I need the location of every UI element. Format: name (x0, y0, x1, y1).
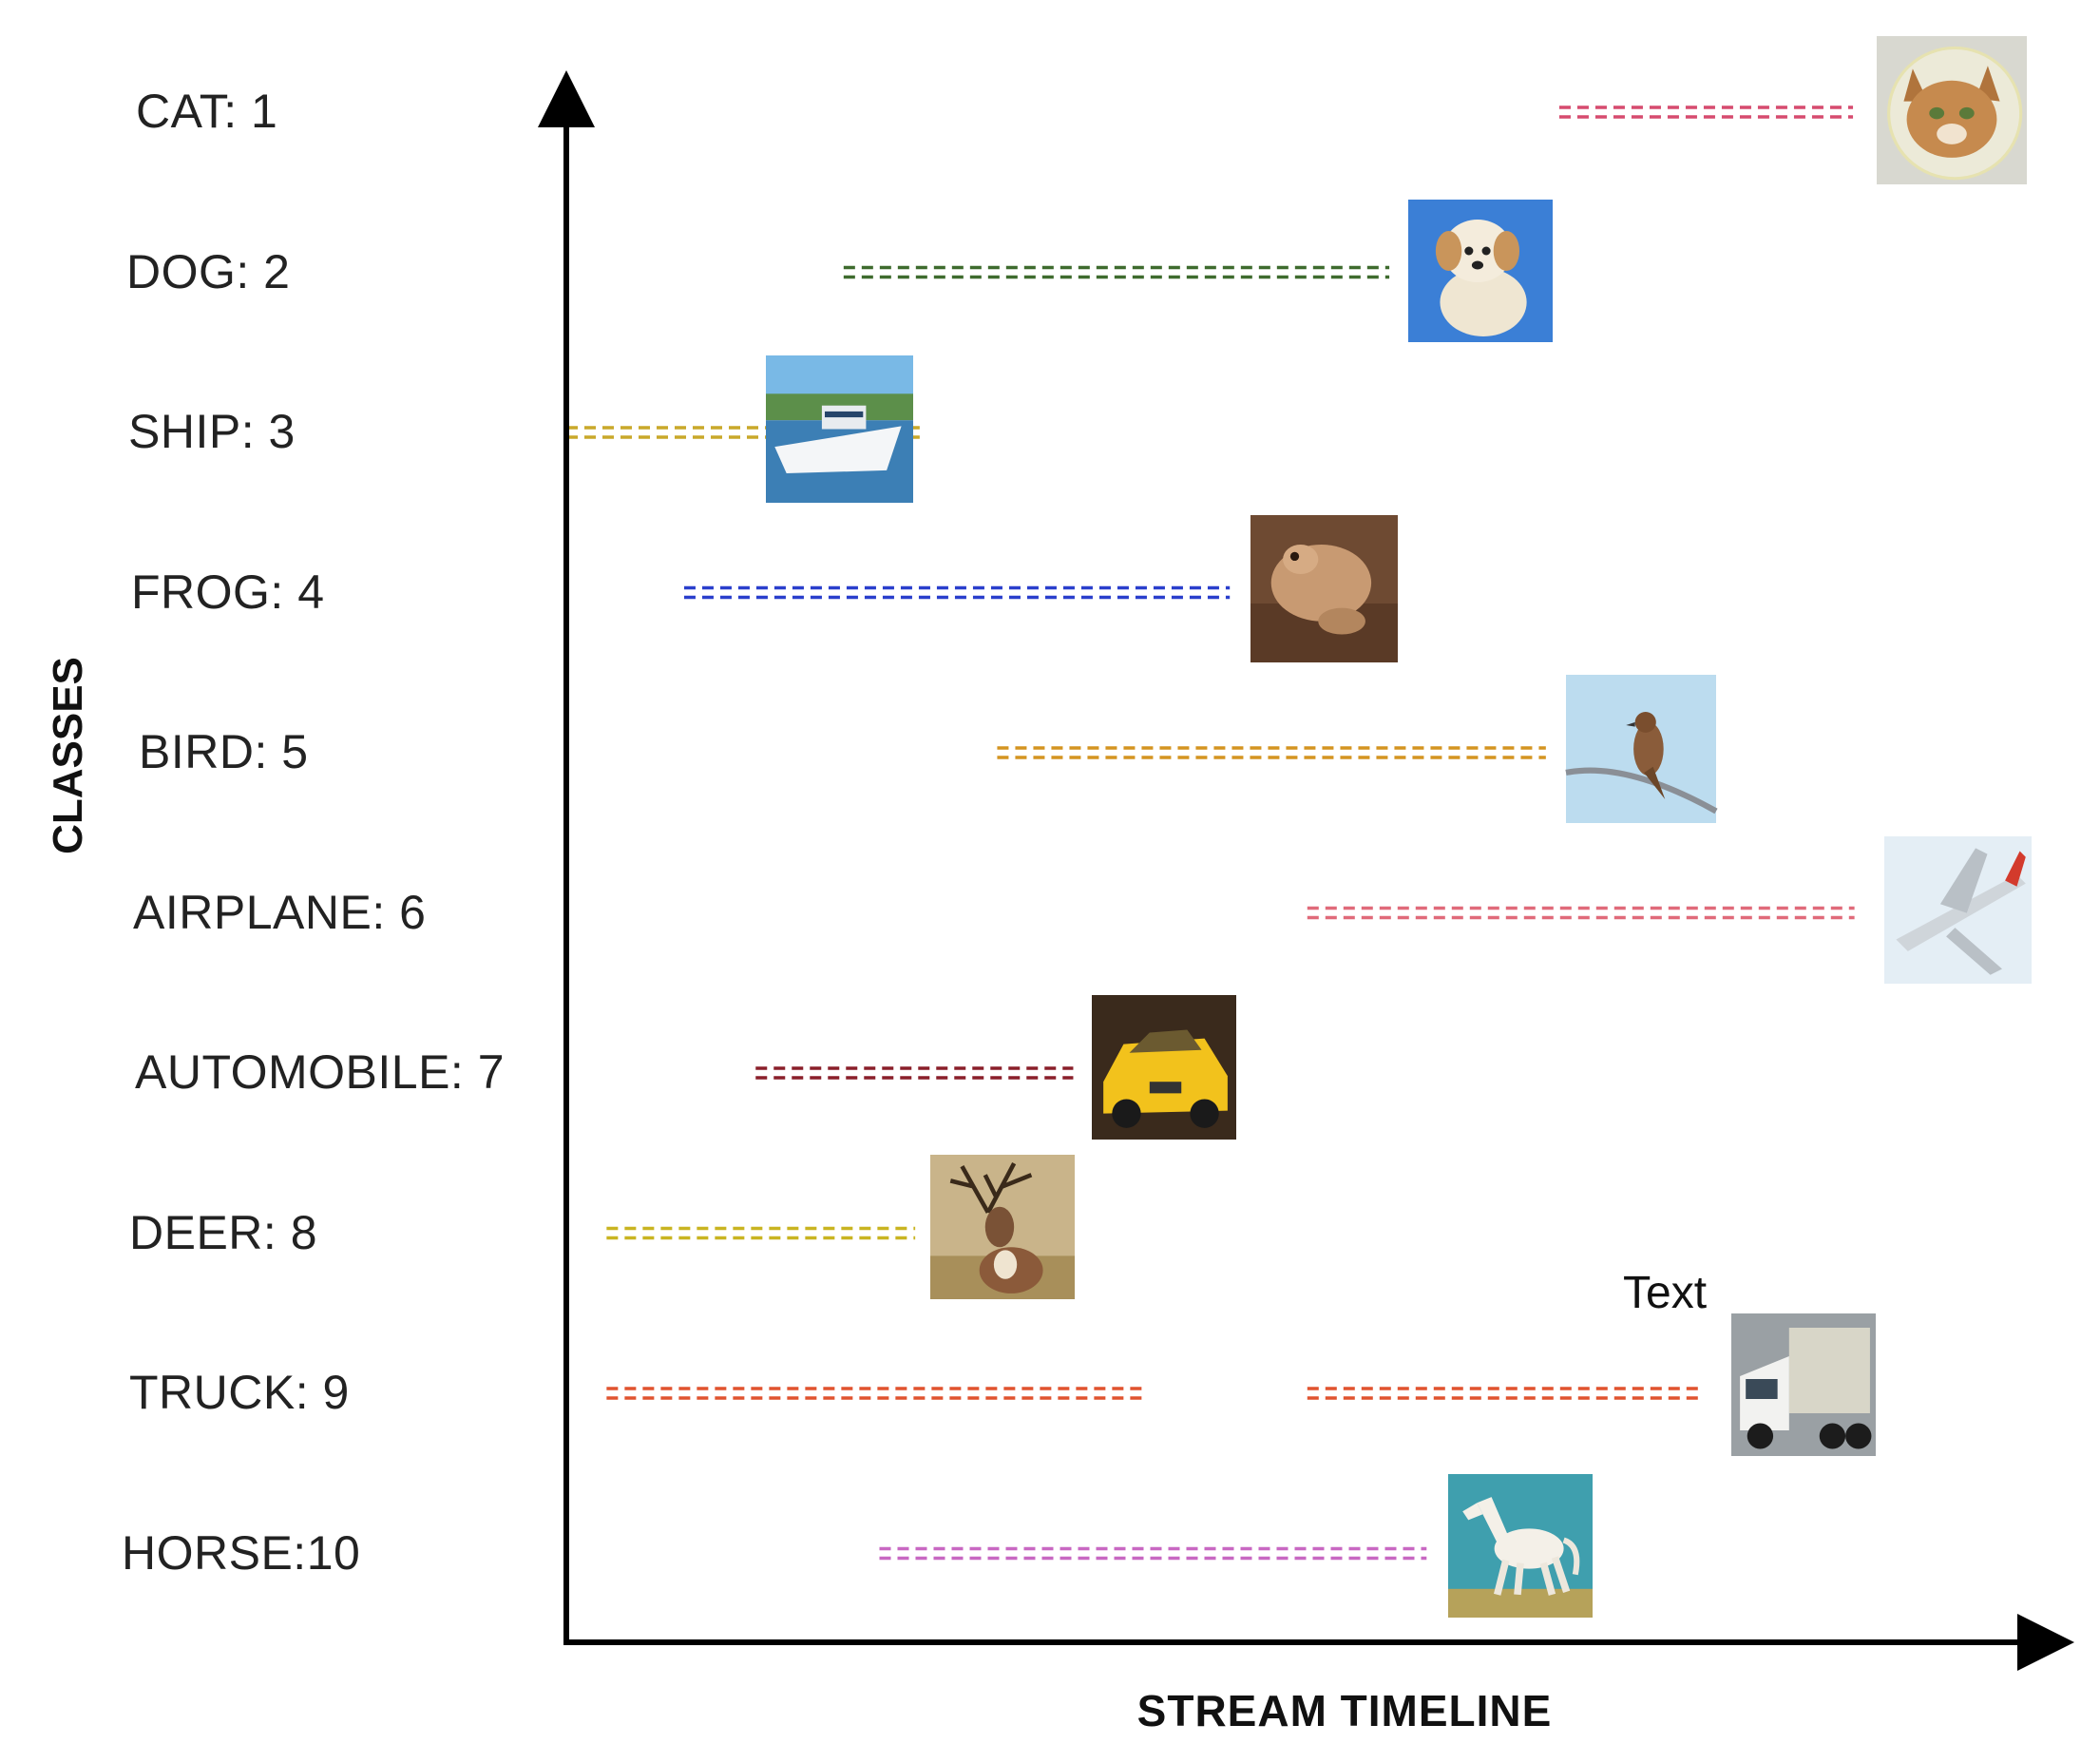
class-label-frog: FROG: 4 (131, 565, 325, 619)
segment-airplane (1307, 906, 1855, 920)
horse-image (1448, 1474, 1593, 1618)
class-label-deer: DEER: 8 (129, 1205, 318, 1259)
timeline-segments (566, 105, 1855, 1561)
segment-truck-2 (1307, 1387, 1703, 1400)
class-label-dog: DOG: 2 (126, 244, 291, 298)
deer-image (930, 1155, 1075, 1299)
segment-cat (1558, 105, 1854, 119)
cat-image (1877, 36, 2027, 184)
class-label-truck: TRUCK: 9 (129, 1366, 350, 1419)
truck-image (1731, 1313, 1876, 1456)
dog-image (1408, 200, 1553, 342)
segment-truck-1 (606, 1387, 1148, 1400)
class-label-automobile: AUTOMOBILE: 7 (135, 1045, 506, 1099)
segment-automobile (755, 1066, 1074, 1080)
text-annotation: Text (1623, 1268, 1708, 1318)
class-label-cat: CAT: 1 (136, 85, 278, 138)
class-label-bird: BIRD: 5 (139, 725, 309, 778)
x-axis-title: STREAM TIMELINE (1136, 1686, 1553, 1735)
class-label-horse: HORSE:10 (122, 1525, 361, 1580)
class-thumbnails (766, 36, 2032, 1618)
segment-bird (997, 746, 1546, 759)
class-label-airplane: AIRPLANE: 6 (133, 885, 427, 939)
segment-deer (606, 1226, 916, 1240)
frog-image (1250, 515, 1398, 662)
segment-horse (879, 1546, 1427, 1561)
segment-dog (843, 265, 1390, 279)
y-axis-title: CLASSES (45, 657, 91, 854)
segment-frog (683, 585, 1231, 600)
bird-image (1565, 675, 1718, 823)
automobile-image (1092, 995, 1236, 1140)
ship-image (766, 355, 913, 503)
airplane-image (1884, 836, 2032, 984)
class-label-ship: SHIP: 3 (128, 405, 296, 458)
